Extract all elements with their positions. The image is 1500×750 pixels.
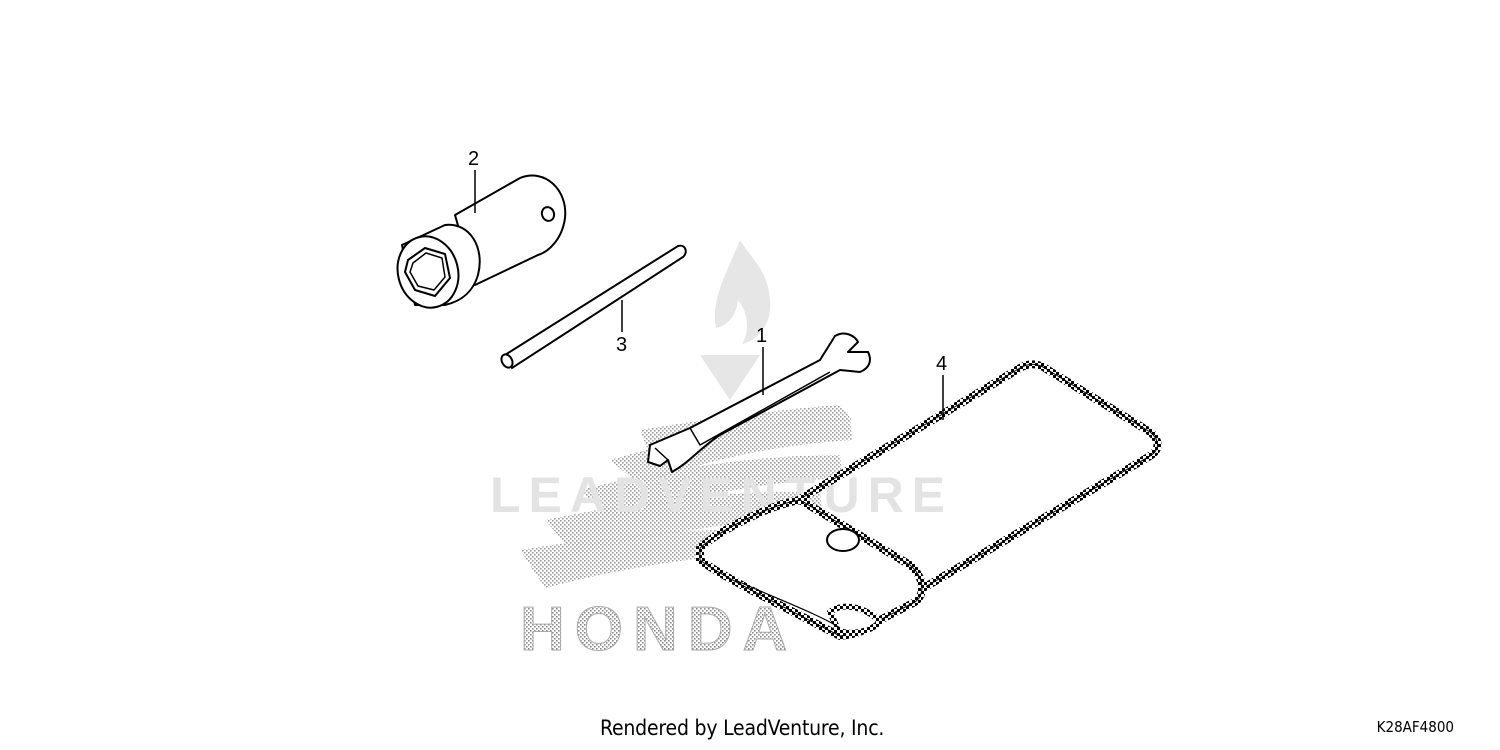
callout-1: 1 [756,325,767,347]
socket-wrench-part [396,174,567,309]
callout-4: 4 [936,353,947,375]
callout-3: 3 [616,334,627,356]
leadventure-flame-watermark [700,240,771,400]
callout-2: 2 [468,148,479,170]
leadventure-watermark-text: LEADVENTURE [490,467,953,523]
wrench-part [647,332,871,473]
honda-watermark-text: HONDA [520,595,797,664]
tool-bag-part [696,360,1162,640]
rendered-by-credit: Rendered by LeadVenture, Inc. [600,716,885,740]
handle-bar-part [500,244,687,370]
leader-lines [474,170,944,420]
diagram-code: K28AF4800 [1376,718,1454,736]
